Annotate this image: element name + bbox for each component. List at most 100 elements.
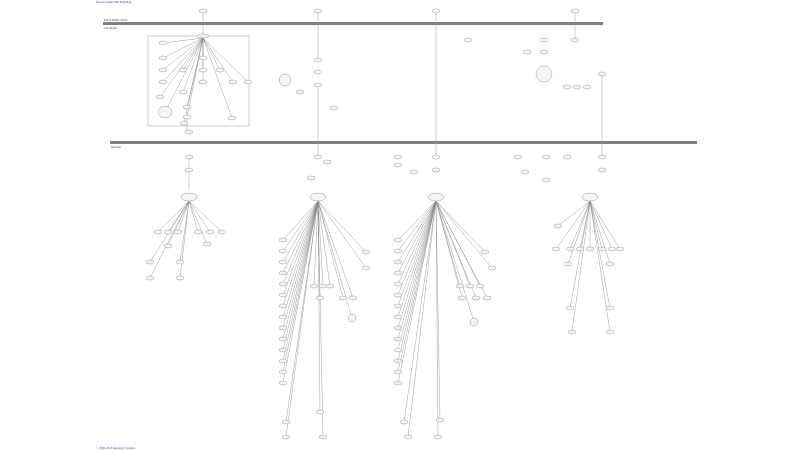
pathway-node[interactable] bbox=[570, 8, 580, 14]
pathway-node[interactable] bbox=[435, 417, 445, 423]
pathway-node[interactable] bbox=[520, 169, 530, 175]
pathway-node[interactable] bbox=[469, 317, 479, 327]
pathway-node[interactable] bbox=[597, 246, 607, 252]
pathway-node[interactable] bbox=[278, 237, 288, 243]
pathway-node[interactable] bbox=[535, 65, 553, 83]
pathway-node[interactable] bbox=[433, 434, 443, 440]
pathway-node[interactable] bbox=[198, 8, 208, 14]
pathway-node[interactable] bbox=[403, 434, 413, 440]
pathway-node[interactable] bbox=[585, 246, 595, 252]
pathway-node[interactable] bbox=[309, 283, 319, 289]
pathway-node[interactable] bbox=[541, 177, 551, 183]
pathway-node[interactable] bbox=[409, 169, 419, 175]
pathway-title-link[interactable]: Neurotrophin/TRK Signaling bbox=[96, 0, 132, 4]
pathway-node[interactable] bbox=[597, 71, 607, 77]
pathway-node[interactable] bbox=[393, 358, 403, 364]
pathway-node[interactable] bbox=[278, 281, 288, 287]
pathway-node[interactable] bbox=[313, 82, 323, 88]
pathway-node[interactable] bbox=[562, 154, 572, 160]
pathway-node[interactable] bbox=[217, 229, 227, 235]
pathway-node[interactable] bbox=[155, 94, 165, 100]
pathway-node[interactable] bbox=[306, 175, 316, 181]
pathway-node[interactable] bbox=[551, 246, 561, 252]
pathway-node[interactable] bbox=[322, 159, 332, 165]
pathway-node[interactable] bbox=[175, 275, 185, 281]
pathway-node[interactable] bbox=[393, 259, 403, 265]
pathway-node[interactable] bbox=[278, 270, 288, 276]
pathway-node[interactable] bbox=[193, 229, 203, 235]
pathway-node[interactable] bbox=[315, 295, 325, 301]
pathway-node[interactable] bbox=[205, 229, 215, 235]
pathway-node[interactable] bbox=[431, 154, 441, 160]
pathway-node[interactable] bbox=[184, 154, 194, 160]
pathway-node[interactable] bbox=[215, 67, 225, 73]
pathway-node[interactable] bbox=[563, 261, 573, 267]
pathway-node[interactable] bbox=[427, 192, 445, 202]
pathway-node[interactable] bbox=[522, 49, 532, 55]
pathway-node[interactable] bbox=[184, 167, 194, 173]
pathway-node[interactable] bbox=[158, 79, 168, 85]
pathway-node[interactable] bbox=[539, 37, 549, 43]
pathway-node[interactable] bbox=[487, 265, 497, 271]
pathway-node[interactable] bbox=[313, 69, 323, 75]
pathway-node[interactable] bbox=[315, 409, 325, 415]
pathway-node[interactable] bbox=[431, 167, 441, 173]
pathway-node[interactable] bbox=[295, 89, 305, 95]
pathway-node[interactable] bbox=[581, 192, 599, 202]
pathway-node[interactable] bbox=[278, 336, 288, 342]
pathway-node[interactable] bbox=[553, 223, 563, 229]
pathway-node[interactable] bbox=[480, 249, 490, 255]
pathway-node[interactable] bbox=[562, 84, 572, 90]
pathway-node[interactable] bbox=[196, 33, 210, 39]
pathway-node[interactable] bbox=[163, 229, 173, 235]
pathway-node[interactable] bbox=[228, 79, 238, 85]
pathway-node[interactable] bbox=[278, 314, 288, 320]
pathway-node[interactable] bbox=[281, 434, 291, 440]
pathway-node[interactable] bbox=[318, 434, 328, 440]
pathway-node[interactable] bbox=[597, 154, 607, 160]
pathway-node[interactable] bbox=[325, 283, 335, 289]
pathway-node[interactable] bbox=[605, 329, 615, 335]
pathway-node[interactable] bbox=[605, 261, 615, 267]
pathway-node[interactable] bbox=[393, 314, 403, 320]
pathway-node[interactable] bbox=[145, 259, 155, 265]
pathway-node[interactable] bbox=[431, 8, 441, 14]
pathway-node[interactable] bbox=[393, 369, 403, 375]
pathway-node[interactable] bbox=[539, 49, 549, 55]
pathway-node[interactable] bbox=[182, 114, 192, 120]
pathway-node[interactable] bbox=[513, 154, 523, 160]
pathway-node[interactable] bbox=[615, 246, 625, 252]
pathway-node[interactable] bbox=[393, 281, 403, 287]
pathway-node[interactable] bbox=[565, 305, 575, 311]
pathway-node[interactable] bbox=[158, 67, 168, 73]
pathway-node[interactable] bbox=[184, 129, 194, 135]
pathway-node[interactable] bbox=[582, 84, 592, 90]
pathway-node[interactable] bbox=[309, 192, 327, 202]
pathway-node[interactable] bbox=[163, 243, 173, 249]
pathway-node[interactable] bbox=[278, 369, 288, 375]
pathway-node[interactable] bbox=[338, 295, 348, 301]
pathway-node[interactable] bbox=[463, 37, 473, 43]
pathway-node[interactable] bbox=[198, 79, 208, 85]
pathway-node[interactable] bbox=[393, 237, 403, 243]
pathway-node[interactable] bbox=[471, 295, 481, 301]
pathway-node[interactable] bbox=[393, 248, 403, 254]
pathway-node[interactable] bbox=[278, 303, 288, 309]
pathway-node[interactable] bbox=[393, 380, 403, 386]
pathway-node[interactable] bbox=[575, 246, 585, 252]
pathway-node[interactable] bbox=[202, 241, 212, 247]
pathway-node[interactable] bbox=[281, 419, 291, 425]
pathway-node[interactable] bbox=[565, 246, 575, 252]
pathway-node[interactable] bbox=[179, 120, 189, 126]
pathway-node[interactable] bbox=[570, 37, 580, 43]
pathway-node[interactable] bbox=[482, 295, 492, 301]
pathway-node[interactable] bbox=[393, 336, 403, 342]
pathway-node[interactable] bbox=[175, 259, 185, 265]
pathway-node[interactable] bbox=[399, 419, 409, 425]
pathway-node[interactable] bbox=[457, 295, 467, 301]
pathway-node[interactable] bbox=[361, 249, 371, 255]
pathway-node[interactable] bbox=[393, 154, 403, 160]
pathway-node[interactable] bbox=[278, 292, 288, 298]
pathway-node[interactable] bbox=[227, 115, 237, 121]
